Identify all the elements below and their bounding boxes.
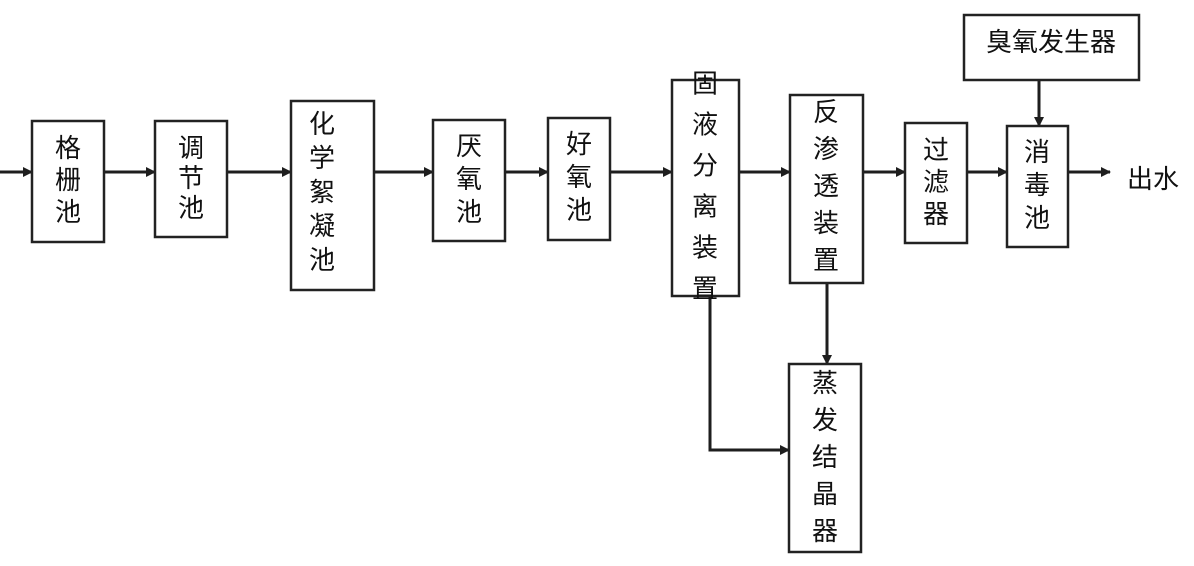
filter-box: 过滤器 (903, 121, 969, 245)
ozone-generator-box: 臭氧发生器 (962, 13, 1141, 82)
ozone-generator-label: 臭氧发生器 (986, 28, 1116, 58)
filter-label: 过滤器 (923, 136, 949, 230)
coagulation-tank-box: 化学絮凝池 (289, 99, 376, 292)
evaporation-crystallizer-label: 蒸发结晶器 (812, 369, 838, 547)
aerobic-tank-box: 好氧池 (546, 116, 612, 242)
grid-tank-box: 格栅池 (30, 119, 106, 244)
solid-liquid-separator-box: 固液分离装置 (670, 70, 741, 305)
arrow-separator-to-evaporator (708, 296, 790, 455)
aerobic-tank-label: 好氧池 (566, 130, 592, 226)
reverse-osmosis-label: 反渗透装置 (813, 98, 839, 276)
reverse-osmosis-box: 反渗透装置 (788, 93, 865, 285)
anaerobic-tank-label: 厌氧池 (456, 132, 482, 228)
grid-tank-label: 格栅池 (55, 134, 81, 228)
disinfection-tank-label: 消毒池 (1024, 138, 1050, 234)
adjust-tank-box: 调节池 (153, 119, 229, 239)
anaerobic-tank-box: 厌氧池 (431, 118, 507, 243)
evaporation-crystallizer-box: 蒸发结晶器 (787, 362, 863, 554)
flow-connections (0, 80, 1111, 455)
solid-liquid-separator-label: 固液分离装置 (692, 70, 718, 305)
coagulation-tank-label: 化学絮凝池 (309, 110, 335, 276)
adjust-tank-label: 调节池 (178, 134, 204, 224)
output-label: 出水 (1127, 165, 1179, 195)
disinfection-tank-box: 消毒池 (1005, 124, 1070, 249)
